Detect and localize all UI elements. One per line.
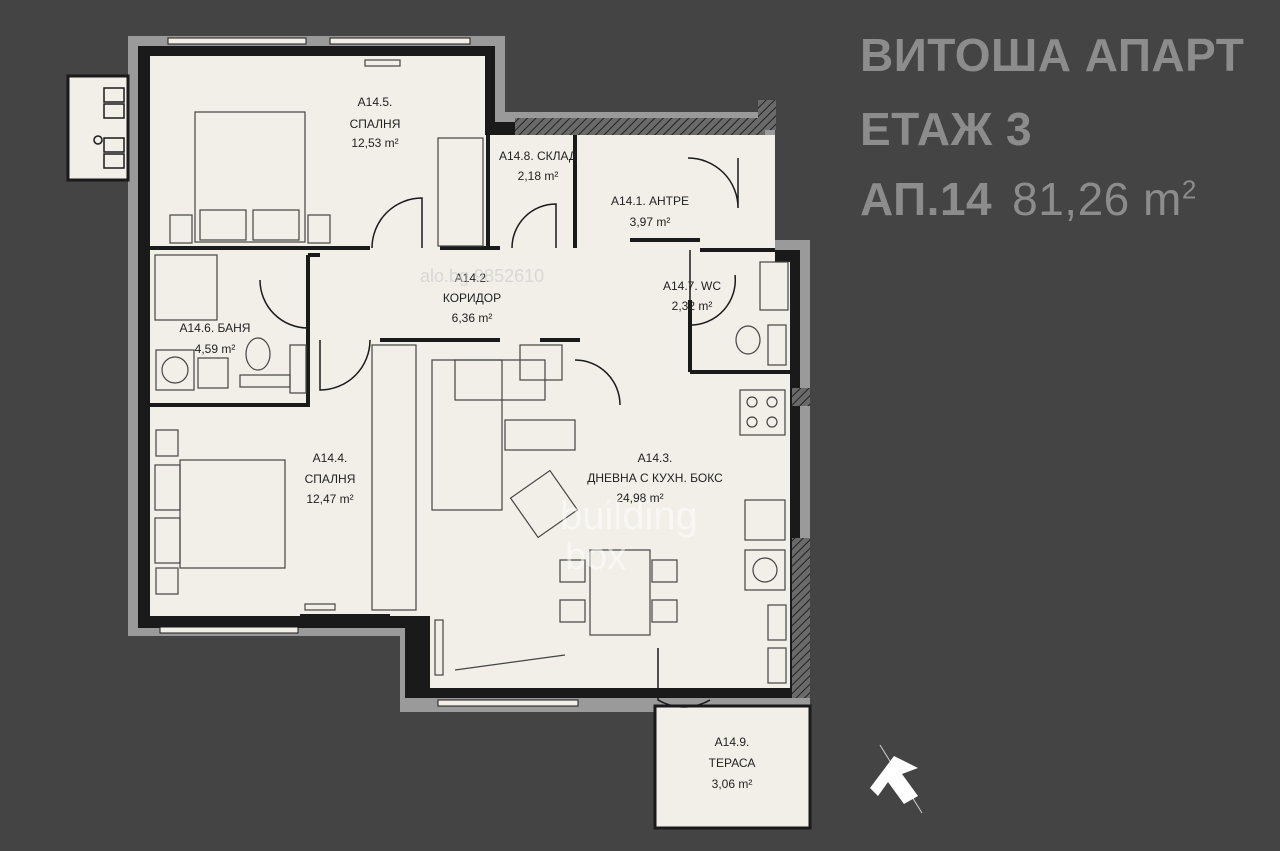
svg-text:КОРИДОР: КОРИДОР [443, 291, 501, 305]
svg-text:СПАЛНЯ: СПАЛНЯ [305, 472, 356, 486]
room-label-a14-7: A14.7. WC 2,32 m² [663, 279, 721, 313]
svg-text:3,06 m²: 3,06 m² [712, 777, 753, 791]
north-arrow-icon [870, 744, 923, 814]
svg-text:12,53 m²: 12,53 m² [351, 136, 398, 150]
svg-text:A14.8. СКЛАД: A14.8. СКЛАД [499, 149, 577, 163]
hatched-wall-right [792, 538, 810, 698]
svg-text:4,59 m²: 4,59 m² [195, 342, 236, 356]
svg-text:6,36 m²: 6,36 m² [452, 311, 493, 325]
room-label-a14-1: A14.1. АНТРЕ 3,97 m² [611, 194, 689, 229]
apartment-number: АП.14 [860, 173, 993, 225]
watermark-brand-top: building [560, 494, 698, 538]
hatched-wall-right-upper [792, 388, 810, 406]
room-label-a14-4: A14.4. СПАЛНЯ 12,47 m² [305, 451, 356, 506]
hatched-column [758, 100, 776, 130]
apartment-area: 81,26 m2 [1012, 173, 1197, 225]
hvac-units [93, 87, 125, 169]
left-balcony [66, 74, 130, 182]
living-furniture [431, 344, 787, 684]
floor-title: ЕТАЖ 3 [860, 103, 1033, 155]
room-label-a14-8: A14.8. СКЛАД 2,18 m² [499, 149, 577, 183]
svg-text:ТЕРАСА: ТЕРАСА [709, 756, 756, 770]
svg-text:24,98 m²: 24,98 m² [616, 491, 663, 505]
apartment-title: АП.14 81,26 m2 [860, 172, 1197, 226]
doors [259, 157, 739, 708]
room-label-a14-9: A14.9. ТЕРАСА 3,06 m² [709, 735, 756, 791]
room-label-a14-5: A14.5. СПАЛНЯ 12,53 m² [350, 95, 401, 150]
hatched-wall-top [515, 118, 765, 135]
svg-text:A14.6. БАНЯ: A14.6. БАНЯ [180, 321, 251, 335]
svg-text:A14.4.: A14.4. [313, 451, 348, 465]
terrace [653, 704, 812, 830]
room-label-a14-6: A14.6. БАНЯ 4,59 m² [180, 321, 251, 356]
svg-text:A14.7. WC: A14.7. WC [663, 279, 721, 293]
apartment-floor [150, 56, 790, 688]
svg-text:2,18 m²: 2,18 m² [518, 169, 559, 183]
watermark-phone: alo.bg 9852610 [420, 266, 545, 286]
project-title: ВИТОША АПАРТ [860, 29, 1245, 81]
svg-text:A14.3.: A14.3. [638, 451, 673, 465]
room-label-a14-2: A14.2. КОРИДОР 6,36 m² [443, 271, 501, 325]
svg-text:A14.2.: A14.2. [455, 271, 490, 285]
svg-text:A14.5.: A14.5. [358, 95, 393, 109]
partitions [150, 135, 790, 618]
svg-text:12,47 m²: 12,47 m² [306, 492, 353, 506]
svg-text:2,32 m²: 2,32 m² [672, 299, 713, 313]
svg-text:3,97 m²: 3,97 m² [630, 215, 671, 229]
bed-top [169, 59, 484, 247]
svg-text:СПАЛНЯ: СПАЛНЯ [350, 117, 401, 131]
svg-text:A14.9.: A14.9. [715, 735, 750, 749]
svg-text:ДНЕВНА С КУХН. БОКС: ДНЕВНА С КУХН. БОКС [587, 471, 723, 485]
svg-text:A14.1. АНТРЕ: A14.1. АНТРЕ [611, 194, 689, 208]
windows [159, 37, 579, 707]
bed-bottom [154, 344, 417, 611]
bathroom-fixtures [154, 254, 789, 394]
watermark-brand-bottom: box [565, 536, 627, 578]
room-label-a14-3: A14.3. ДНЕВНА С КУХН. БОКС 24,98 m² [587, 451, 723, 505]
